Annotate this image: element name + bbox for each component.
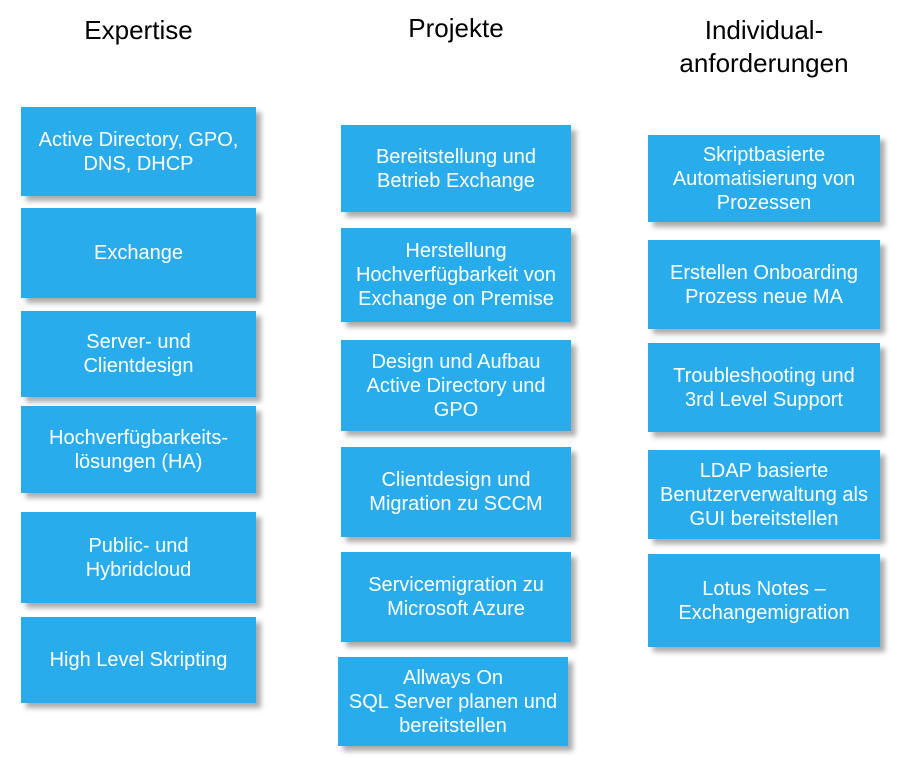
projekt-box-servicemigration-microsoft-azure: Servicemigration zu Microsoft Azure <box>341 552 571 642</box>
expertise-box-hochverfuegbarkeitsloesungen: Hochverfügbarkeits- lösungen (HA) <box>21 406 256 493</box>
individual-box-onboarding-prozess-neue-ma: Erstellen Onboarding Prozess neue MA <box>648 240 880 329</box>
projekt-box-clientdesign-migration-sccm: Clientdesign und Migration zu SCCM <box>341 447 571 537</box>
expertise-box-high-level-skripting: High Level Skripting <box>21 617 256 703</box>
expertise-box-server-und-clientdesign: Server- und Clientdesign <box>21 311 256 397</box>
expertise-box-public-und-hybridcloud: Public- und Hybridcloud <box>21 512 256 603</box>
column-header-expertise: Expertise <box>84 15 193 45</box>
expertise-box-active-directory-gpo-dns-dhcp: Active Directory, GPO, DNS, DHCP <box>21 107 256 196</box>
individual-box-lotus-notes-exchangemigration: Lotus Notes – Exchangemigration <box>648 554 880 647</box>
projekt-box-bereitstellung-betrieb-exchange: Bereitstellung und Betrieb Exchange <box>341 125 571 212</box>
column-header-projekte: Projekte <box>408 13 504 43</box>
individual-box-skriptbasierte-automatisierung: Skriptbasierte Automatisierung von Proze… <box>648 135 880 222</box>
projekt-box-hochverfuegbarkeit-exchange-on-premise: Herstellung Hochverfügbarkeit von Exchan… <box>341 228 571 322</box>
column-header-individualanforderungen: Individual- anforderungen <box>679 15 849 79</box>
expertise-box-exchange: Exchange <box>21 208 256 298</box>
individual-box-ldap-benutzerverwaltung-gui: LDAP basierte Benutzerverwaltung als GUI… <box>648 450 880 539</box>
projekt-box-allways-on-sql-server: Allways On SQL Server planen und bereits… <box>338 657 568 746</box>
individual-box-troubleshooting-3rd-level-support: Troubleshooting und 3rd Level Support <box>648 343 880 432</box>
projekt-box-design-aufbau-active-directory-gpo: Design und Aufbau Active Directory und G… <box>341 340 571 431</box>
